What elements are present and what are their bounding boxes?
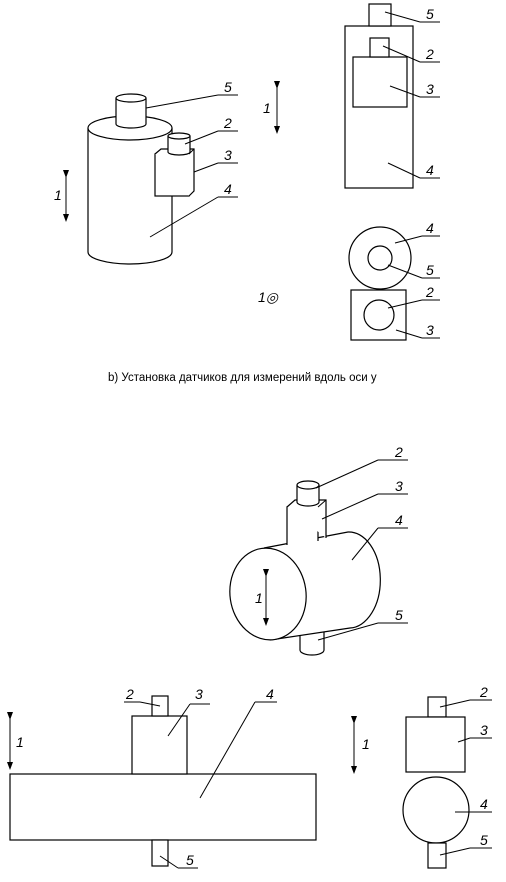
sensor-5-front [368,3,392,27]
top-left-vertical-cylinder-view: 5 2 3 4 1 [54,79,238,265]
top-right-front-view: 5 2 3 4 [344,3,440,189]
label-2: 2 [425,46,434,62]
top-right-top-view: 4 5 2 3 [348,220,440,341]
center-direction-indicator-top: 1 [263,81,280,134]
middle-horizontal-cylinder-view: 2 3 4 5 1 [229,444,408,656]
label-5: 5 [426,6,434,22]
label-4: 4 [480,796,488,812]
sensor-5 [115,98,147,129]
figure-caption: b) Установка датчиков для измерений вдол… [108,372,377,384]
label-1: 1 [16,734,24,750]
sensor-5-top [367,245,393,271]
bottom-right-end-view: 2 3 4 5 1 [351,684,492,869]
label-5: 5 [426,262,434,278]
sensor-2-front [369,37,390,58]
block-3-side [131,715,188,775]
label-3: 3 [195,686,203,702]
label-2: 2 [394,444,403,460]
sensor-2-top [363,299,395,331]
block-3-end [405,716,466,773]
label-4: 4 [426,220,434,236]
label-4: 4 [395,512,403,528]
body-4-side [9,773,317,841]
sensor-5-end [427,842,447,869]
block-3-top [350,289,407,341]
label-2: 2 [223,115,232,131]
label-5: 5 [186,852,194,868]
label-1: 1 [255,590,263,606]
block-3-front [352,56,408,108]
label-3: 3 [426,81,434,97]
label-3: 3 [395,478,403,494]
cylinder-body [87,128,173,265]
label-4: 4 [426,162,434,178]
label-3: 3 [224,147,232,163]
label-5: 5 [480,832,488,848]
label-2: 2 [425,284,434,300]
sensor-2-end [427,696,447,718]
label-1: 1 [54,187,62,203]
out-of-plane-direction-label: 1◎ [258,289,280,305]
label-2: 2 [125,686,134,702]
label-5: 5 [224,79,232,95]
label-1: 1 [263,100,271,116]
label-5: 5 [395,607,403,623]
sensor-2 [296,485,320,507]
label-2: 2 [479,684,488,700]
label-3: 3 [426,322,434,338]
label-3: 3 [480,722,488,738]
label-1: 1 [362,736,370,752]
label-4: 4 [266,686,274,702]
sensor-2 [167,136,191,156]
label-4: 4 [224,181,232,197]
bottom-left-side-view: 2 3 4 5 1 [7,686,317,869]
sensor-5-side [151,839,169,867]
body-4-end [402,776,470,844]
